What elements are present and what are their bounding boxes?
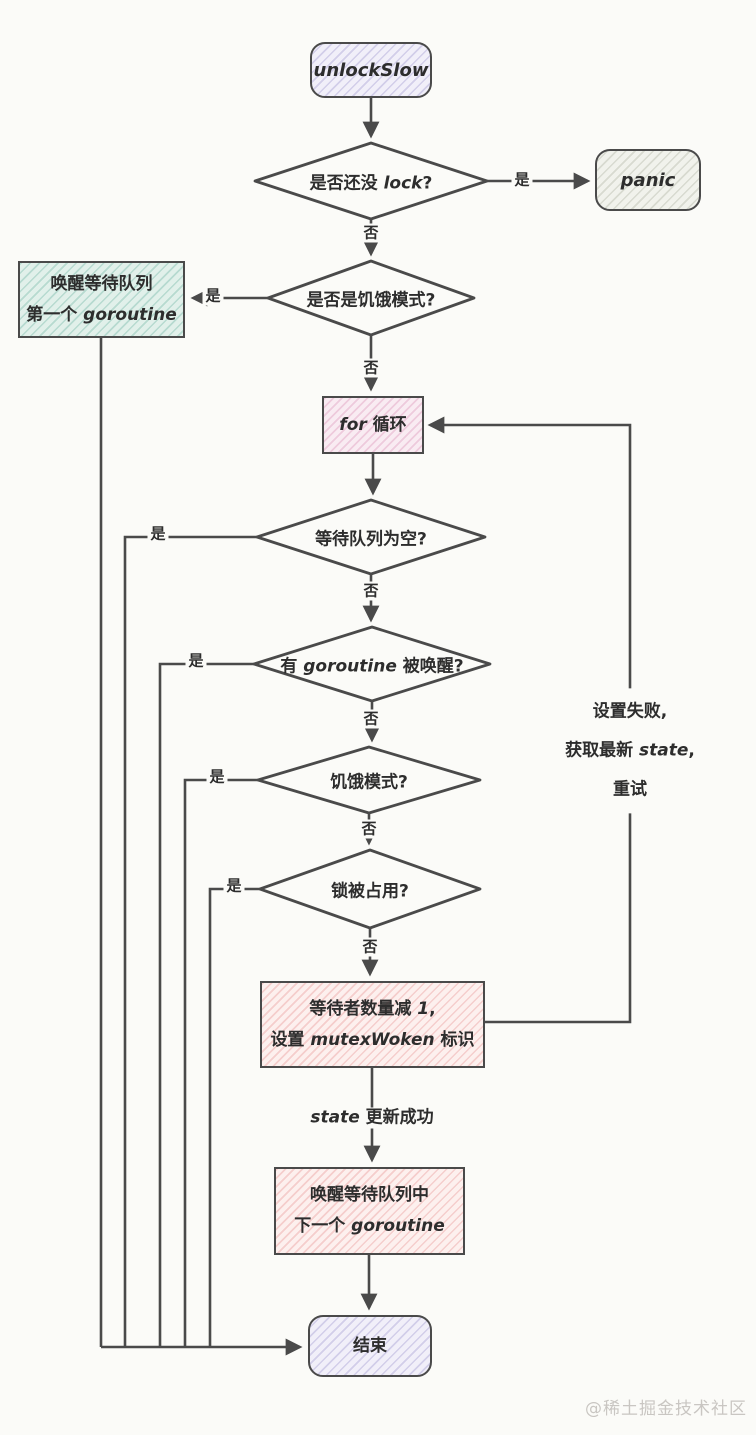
edge-queue-empty-yes: [123, 535, 257, 1347]
text-en: goroutine: [303, 656, 397, 677]
edges: [99, 98, 632, 1356]
edge-label-no-6: 否: [359, 937, 381, 957]
edge-label-yes-wake-first: 是: [202, 286, 224, 306]
decision-check-woken: [252, 625, 492, 703]
text-zh: 更新成功: [359, 1107, 434, 1128]
node-dec-waiters: 等待者数量减 1, 设置 mutexWoken 标识: [260, 981, 485, 1068]
text-zh: 等待者数量减: [309, 998, 418, 1019]
decision-check-lock: [253, 141, 489, 221]
node-panic: panic: [595, 149, 701, 211]
retry-line2: 获取最新 state,: [565, 731, 695, 770]
decision-label-check-starving2: 饥饿模式?: [330, 772, 408, 793]
node-wake-first-goroutine: 唤醒等待队列 第一个 goroutine: [18, 261, 185, 338]
text-zh: ?: [422, 173, 433, 194]
node-wake-next-goroutine: 唤醒等待队列中 下一个 goroutine: [274, 1167, 465, 1255]
text-en: goroutine: [351, 1216, 445, 1236]
edge-label-no-3: 否: [360, 581, 382, 601]
edge-label-yes-locked: 是: [223, 876, 245, 896]
text-zh: 是否还没: [309, 173, 384, 194]
decision-check-queue-empty: [255, 498, 487, 576]
edge-label-yes-starving2: 是: [206, 767, 228, 787]
node-dec-waiters-line2: 设置 mutexWoken 标识: [270, 1025, 474, 1056]
node-panic-label: panic: [620, 169, 676, 191]
node-wake-next-line2: 下一个 goroutine: [294, 1211, 445, 1242]
text-en: goroutine: [83, 304, 177, 325]
text-en: 1: [417, 998, 430, 1019]
edge-label-no-2: 否: [360, 358, 382, 378]
node-end-label: 结束: [353, 1335, 387, 1356]
retry-line1: 设置失败,: [592, 701, 668, 722]
edge-locked-yes: [208, 887, 260, 1347]
text-zh: 设置: [270, 1029, 311, 1050]
decision-check-starving2: [256, 745, 482, 815]
edge-label-no-5: 否: [358, 819, 380, 839]
watermark: @稀土掘金技术社区: [585, 1399, 747, 1419]
node-wake-first-line2: 第一个 goroutine: [26, 300, 177, 331]
edge-label-no-1: 否: [360, 223, 382, 243]
decision-check-locked: [258, 848, 482, 930]
node-start: unlockSlow: [310, 42, 432, 98]
text-zh: ,: [429, 998, 436, 1019]
node-dec-waiters-line1: 等待者数量减 1,: [309, 994, 435, 1025]
text-en: lock: [383, 173, 423, 194]
edge-label-yes-queue-empty: 是: [147, 524, 169, 544]
text-en: mutexWoken: [310, 1029, 435, 1050]
decision-label-check-woken: 有 goroutine 被唤醒?: [280, 652, 463, 677]
decision-label-check-lock: 是否还没 lock?: [310, 169, 433, 194]
edge-label-state-updated: state 更新成功: [304, 1107, 440, 1129]
text-zh: 有: [280, 656, 304, 677]
decision-label-check-starving1: 是否是饥饿模式?: [306, 290, 436, 311]
node-for-loop-label: for 循环: [339, 410, 406, 441]
edge-label-yes-woken: 是: [185, 651, 207, 671]
retry-line3: 重试: [612, 779, 647, 800]
node-wake-next-line1: 唤醒等待队列中: [310, 1185, 429, 1206]
text-zh: 下一个: [294, 1216, 352, 1236]
decision-check-starving1: [266, 259, 476, 337]
text-en: for: [339, 414, 367, 435]
decision-label-check-queue-empty: 等待队列为空?: [315, 529, 427, 550]
node-end: 结束: [308, 1315, 432, 1377]
text-en: state: [310, 1107, 360, 1128]
node-start-label: unlockSlow: [313, 59, 429, 81]
node-for-loop: for 循环: [322, 396, 424, 454]
text-zh: ,: [688, 740, 695, 761]
edge-label-retry-loop: 设置失败, 获取最新 state, 重试: [559, 688, 701, 814]
text-zh: 被唤醒?: [396, 656, 464, 677]
edge-starving2-yes: [183, 778, 258, 1347]
edge-label-yes-panic: 是: [511, 170, 533, 190]
decision-label-check-locked: 锁被占用?: [331, 881, 409, 902]
edge-label-no-4: 否: [360, 709, 382, 729]
text-zh: 获取最新: [565, 740, 640, 761]
text-zh: 标识: [434, 1029, 475, 1050]
text-en: state: [639, 740, 689, 761]
text-zh: 循环: [366, 414, 407, 435]
text-zh: 第一个: [26, 304, 84, 325]
edge-woken-yes: [158, 662, 254, 1347]
node-wake-first-line1: 唤醒等待队列: [50, 273, 153, 294]
decision-diamonds: [252, 141, 492, 930]
